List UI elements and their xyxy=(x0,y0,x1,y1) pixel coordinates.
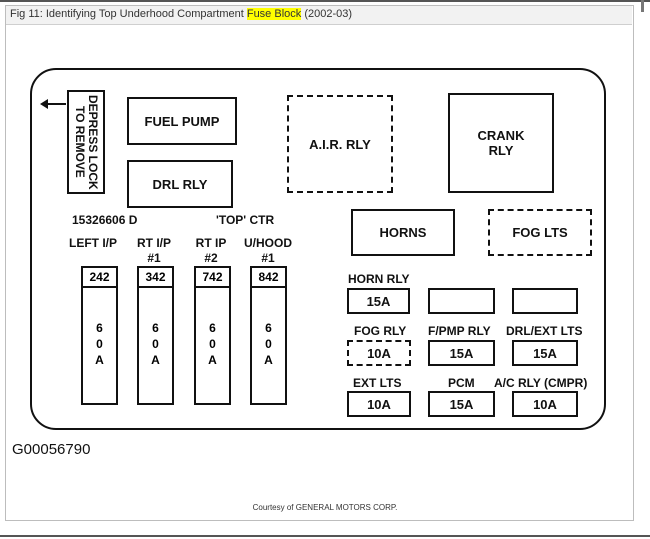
label-drl-ext-lts: DRL/EXT LTS xyxy=(506,324,583,338)
horns-relay: HORNS xyxy=(351,209,455,256)
drl-relay: DRL RLY xyxy=(127,160,233,208)
top-ctr-label: 'TOP' CTR xyxy=(216,213,275,227)
maxi-label-left-ip: LEFT I/P xyxy=(69,236,117,250)
title-highlight: Fuse Block xyxy=(246,8,302,20)
fuse-pcm: 15A xyxy=(428,391,495,417)
fog-lights-relay: FOG LTS xyxy=(488,209,592,256)
label-ext-lts: EXT LTS xyxy=(353,376,402,390)
figure-title: Fig 11: Identifying Top Underhood Compar… xyxy=(10,8,352,20)
fuse-horn-rly: 15A xyxy=(347,288,410,314)
figure-header xyxy=(6,6,632,25)
part-number: 15326606 D xyxy=(72,213,138,227)
fuse-ac-rly-cmpr: 10A xyxy=(512,391,578,417)
title-suffix: (2002-03) xyxy=(301,8,353,20)
fuse-empty-2 xyxy=(512,288,578,314)
maxi-label-rt-ip-1: RT I/P#1 xyxy=(136,236,171,265)
fuse-block-outline xyxy=(30,68,606,430)
title-text: Fig 11: Identifying Top Underhood Compar… xyxy=(10,8,247,20)
maxi-label-uhood-1: U/HOOD#1 xyxy=(244,236,292,265)
fuse-ext-lts: 10A xyxy=(347,391,411,417)
label-ac-rly-cmpr: A/C RLY (CMPR) xyxy=(494,376,588,390)
label-horn-rly: HORN RLY xyxy=(348,272,410,286)
fuse-drl-ext-lts: 15A xyxy=(512,340,578,366)
fuse-empty-1 xyxy=(428,288,495,314)
figure-frame xyxy=(5,5,634,521)
bottom-rule xyxy=(0,535,650,537)
top-rule xyxy=(0,0,650,2)
label-pcm: PCM xyxy=(448,376,475,390)
figure-id: G00056790 xyxy=(12,441,91,458)
label-fpmp-rly: F/PMP RLY xyxy=(428,324,491,338)
air-relay: A.I.R. RLY xyxy=(287,95,393,193)
label-fog-rly: FOG RLY xyxy=(354,324,407,338)
scrollbar-fragment xyxy=(641,0,644,12)
maxi-label-rt-ip-2: RT IP#2 xyxy=(195,236,227,265)
left-arrow-icon xyxy=(40,99,66,109)
fuse-fpmp-rly: 15A xyxy=(428,340,495,366)
fuse-fog-rly: 10A xyxy=(347,340,411,366)
courtesy-note: Courtesy of GENERAL MOTORS CORP. xyxy=(252,503,398,512)
fuel-pump-relay: FUEL PUMP xyxy=(127,97,237,145)
